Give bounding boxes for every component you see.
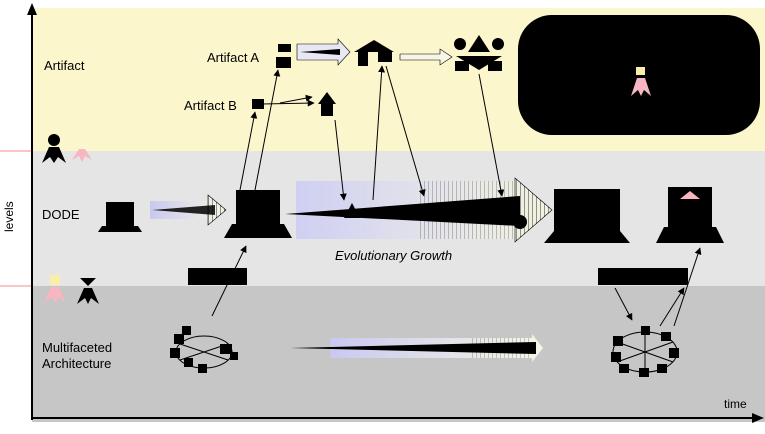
house-icon — [354, 40, 394, 66]
connector-arrows — [211, 65, 702, 327]
seed-bar — [598, 268, 688, 285]
people-network-icon — [611, 326, 679, 377]
band-label-architecture-line2: Architecture — [42, 356, 112, 371]
artifact-b-icon — [252, 99, 264, 109]
band-label-dode: DODE — [42, 207, 80, 222]
dark-person-icon — [42, 134, 66, 163]
artifact-arrow — [399, 48, 453, 66]
people-cluster-icon — [454, 35, 504, 71]
band-label-architecture-line1: Multifaceted — [42, 340, 113, 355]
growth-shape — [414, 202, 462, 216]
dark-person-icon — [77, 278, 99, 304]
x-axis-label: time — [724, 397, 747, 411]
evolutionary-growth-label: Evolutionary Growth — [335, 248, 453, 263]
y-axis-label: levels — [2, 201, 16, 232]
artifact-a-icon — [276, 44, 291, 68]
artifact-b-label: Artifact B — [184, 98, 237, 113]
pink-person-icon — [44, 275, 66, 303]
panel-person-icon — [631, 67, 651, 96]
pink-person-icon — [72, 149, 92, 162]
people-network-icon — [170, 326, 238, 373]
computer-icon — [98, 202, 142, 232]
computer-icon — [656, 187, 724, 243]
x-axis-arrowhead — [752, 413, 764, 423]
band-label-artifact: Artifact — [44, 58, 85, 73]
computer-icon — [544, 189, 630, 243]
house-icon — [318, 92, 336, 116]
seed-bar — [188, 268, 247, 285]
growth-shape — [470, 210, 527, 229]
y-axis-arrowhead — [27, 3, 37, 15]
growth-shape — [344, 203, 360, 218]
computer-icon — [224, 190, 292, 238]
artifact-a-label: Artifact A — [207, 50, 260, 65]
